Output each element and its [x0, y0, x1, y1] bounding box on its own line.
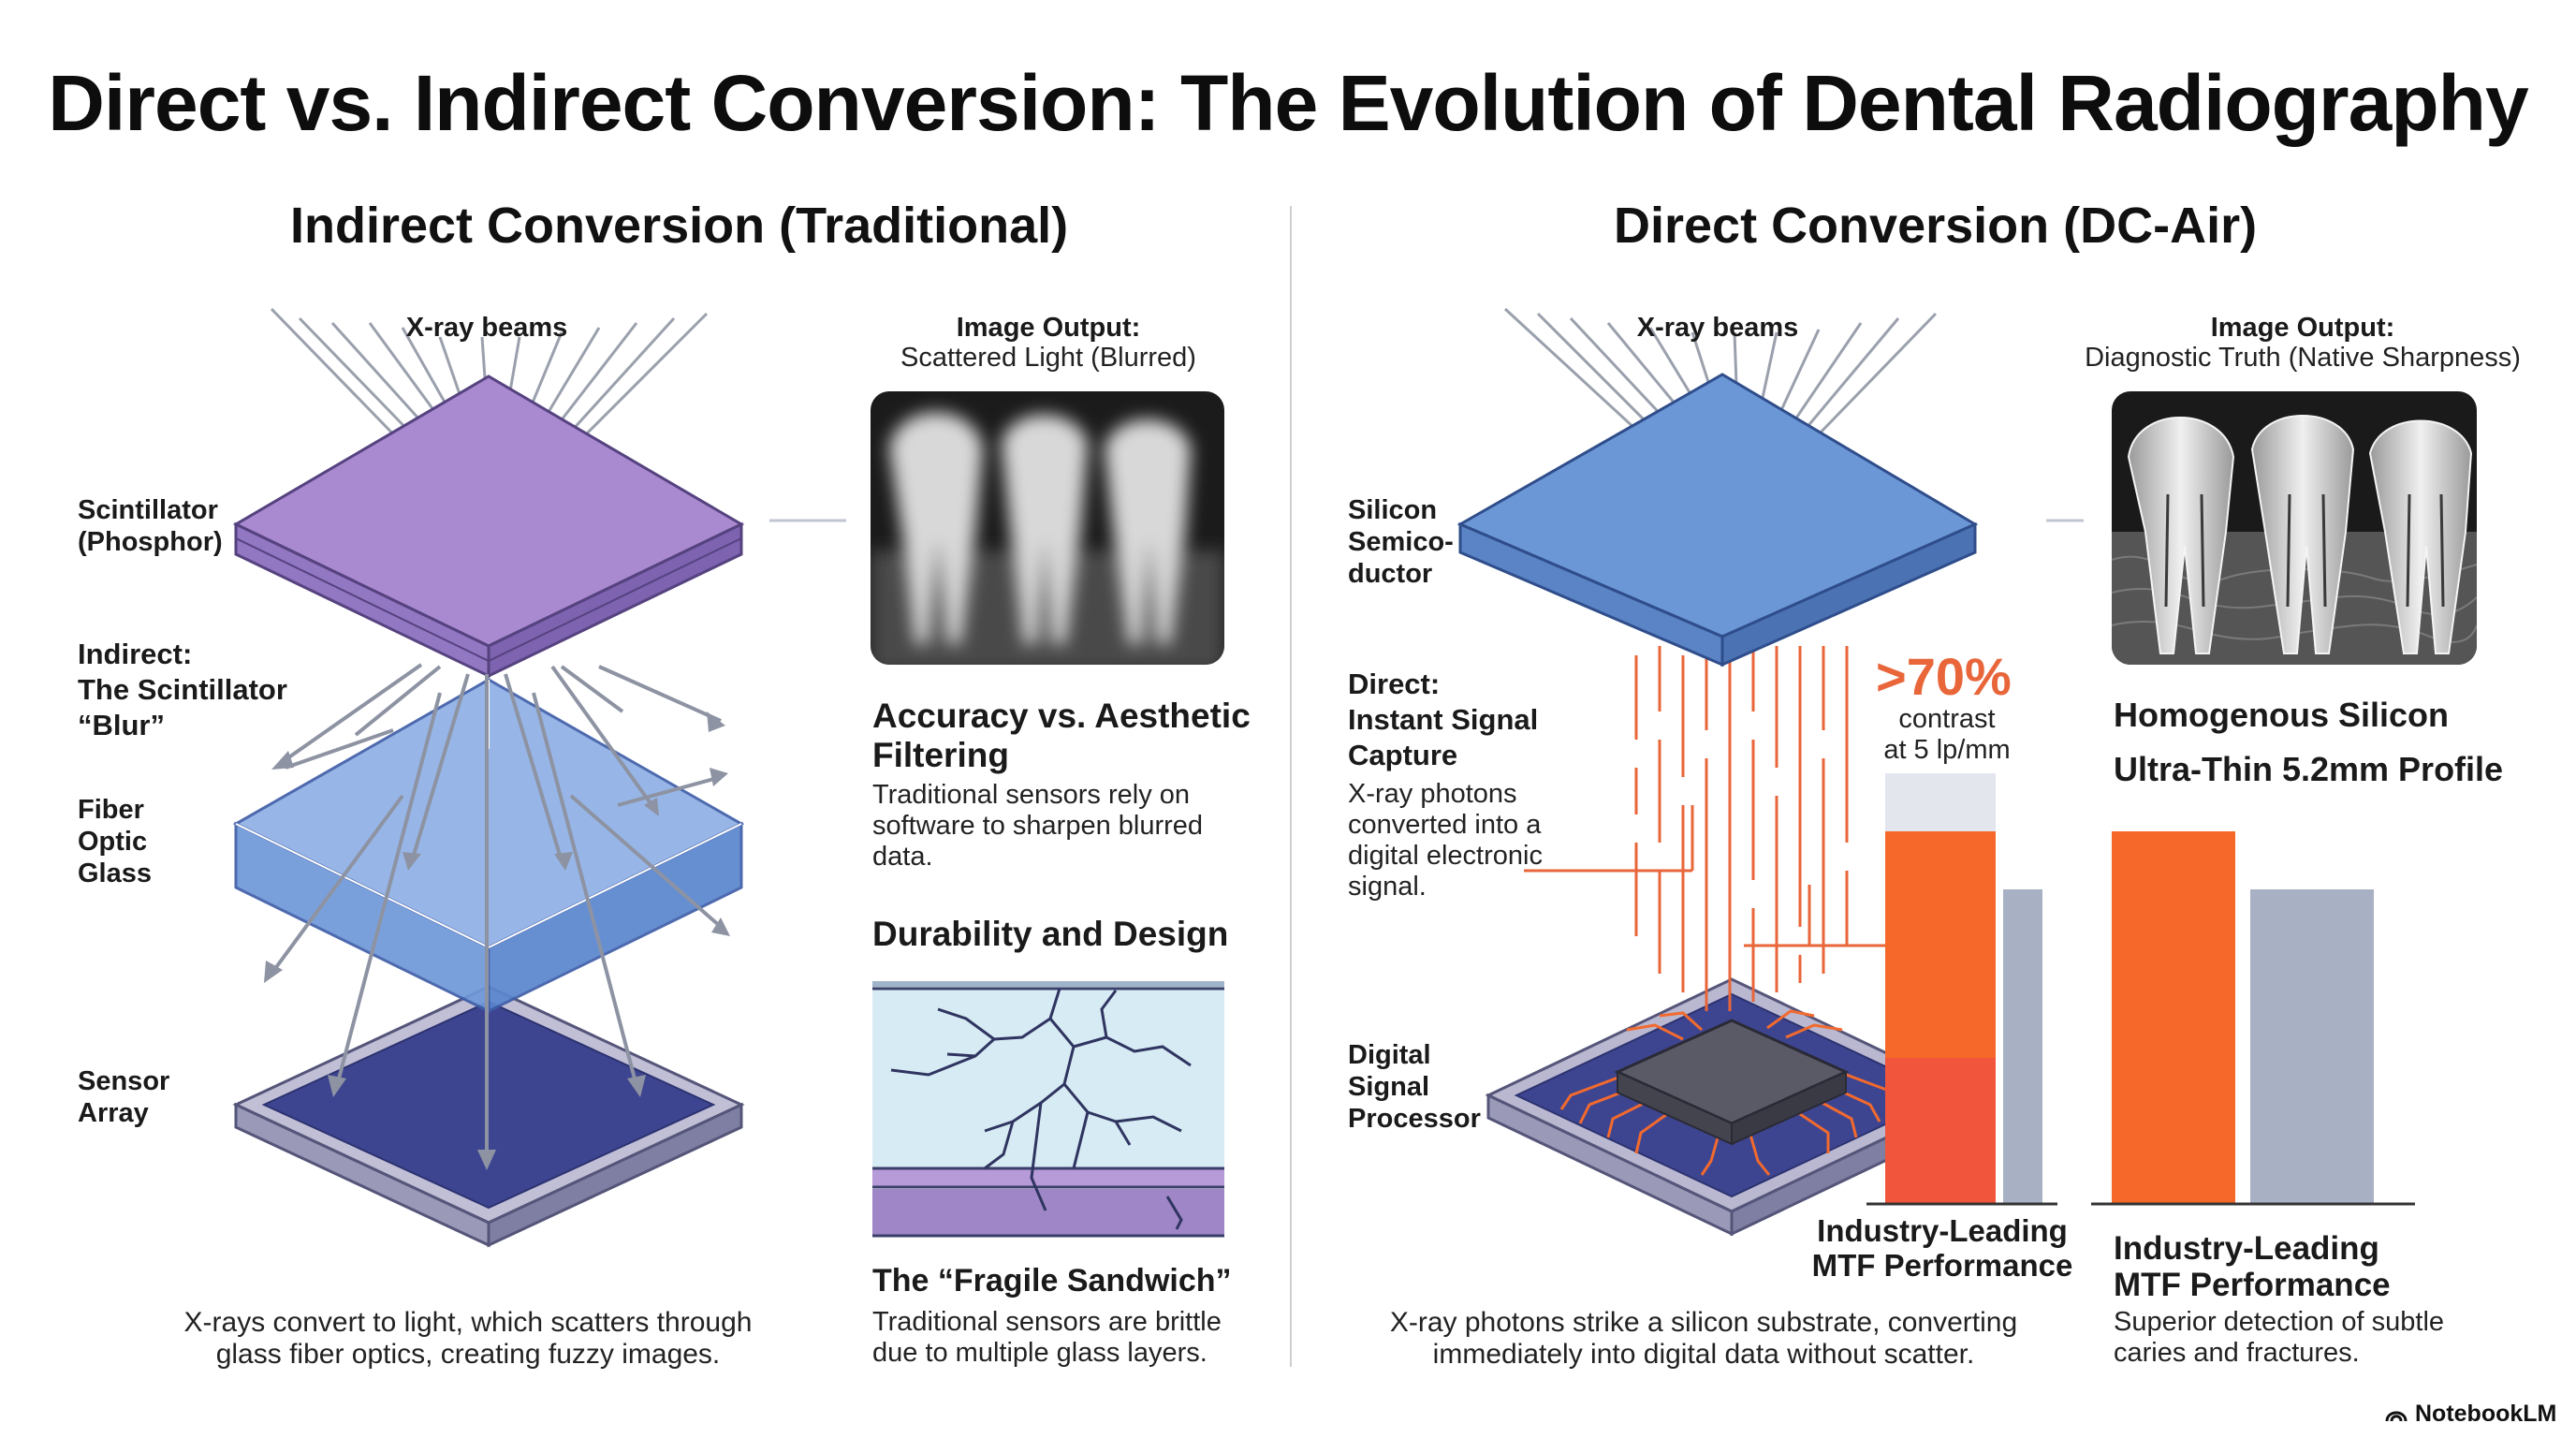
mtf-bar-competitor-2 — [2250, 889, 2374, 1204]
mtf-bar-ceiling — [1885, 773, 1996, 831]
notebooklm-icon — [2385, 1411, 2408, 1421]
image-output-sub-right: Diagnostic Truth (Native Sharpness) — [2085, 343, 2521, 373]
scintillator-plate — [232, 374, 745, 679]
center-divider — [1290, 206, 1292, 1367]
accuracy-heading: Accuracy vs. Aesthetic Filtering — [872, 697, 1251, 774]
mtf-bar-direct-2 — [2112, 831, 2235, 1204]
beam-label-left: X-ray beams — [405, 313, 568, 343]
label-scintillator: Scintillator (Phosphor) — [78, 495, 223, 557]
blurred-xray-image — [871, 391, 1224, 665]
mtf-label-1: Industry-Leading MTF Performance — [1811, 1213, 2073, 1283]
mtf-bar-competitor — [2003, 889, 2042, 1204]
scatter-arrows — [270, 663, 723, 1161]
direct-section-title: Direct Conversion (DC-Air) — [1614, 198, 2258, 254]
fragile-text: Traditional sensors are brittle due to m… — [872, 1307, 1222, 1368]
scatter-arrowheads — [264, 712, 730, 1170]
image-output-title-right: Image Output: — [2210, 313, 2395, 343]
brand-mark: NotebookLM — [2385, 1401, 2556, 1428]
homogenous-heading: Homogenous Silicon — [2114, 696, 2450, 734]
accuracy-text: Traditional sensors rely on software to … — [872, 780, 1204, 872]
fragile-heading: The “Fragile Sandwich” — [872, 1263, 1232, 1299]
direct-layer-diagram — [1456, 307, 2415, 1237]
mtf-bar-chart-2 — [2091, 831, 2415, 1206]
label-dsp: Digital Signal Processor — [1348, 1040, 1481, 1134]
crack-lines — [890, 988, 1192, 1230]
contrast-percentage: >70% — [1876, 647, 2012, 706]
durability-heading: Durability and Design — [872, 915, 1229, 953]
indirect-caption: X-rays convert to light, which scatters … — [183, 1307, 753, 1370]
page-title: Direct vs. Indirect Conversion: The Evol… — [48, 59, 2528, 147]
mtf-text: Superior detection of subtle caries and … — [2114, 1307, 2445, 1368]
label-silicon: Silicon Semico- ductor — [1348, 495, 1454, 589]
contrast-text: contrast at 5 lp/mm — [1883, 704, 2011, 765]
sharp-xray-image — [2112, 391, 2477, 665]
direct-capture-text: X-ray photons converted into a digital e… — [1348, 779, 1543, 902]
label-fiber-optic: Fiber Optic Glass — [78, 795, 152, 888]
indirect-section-title: Indirect Conversion (Traditional) — [290, 198, 1069, 254]
mtf-bar-chart-1 — [1866, 773, 2057, 1206]
profile-heading: Ultra-Thin 5.2mm Profile — [2114, 750, 2504, 788]
signal-lines — [1524, 646, 1889, 1011]
brand-name: NotebookLM — [2415, 1401, 2557, 1427]
direct-caption: X-ray photons strike a silicon substrate… — [1389, 1307, 2018, 1370]
mtf-label-2: Industry-Leading MTF Performance — [2114, 1230, 2391, 1303]
label-direct-capture: Direct: Instant Signal Capture — [1348, 668, 1539, 771]
beam-label-right: X-ray beams — [1636, 313, 1799, 343]
silicon-semiconductor-plate — [1456, 373, 1979, 668]
fragile-sandwich-illustration — [872, 981, 1224, 1238]
image-output-title-left: Image Output: — [956, 313, 1141, 343]
label-sensor-array: Sensor Array — [78, 1066, 170, 1128]
image-output-sub-left: Scattered Light (Blurred) — [900, 343, 1196, 373]
indirect-layer-diagram — [232, 307, 846, 1248]
label-indirect-blur: Indirect: The Scintillator “Blur” — [78, 638, 287, 741]
